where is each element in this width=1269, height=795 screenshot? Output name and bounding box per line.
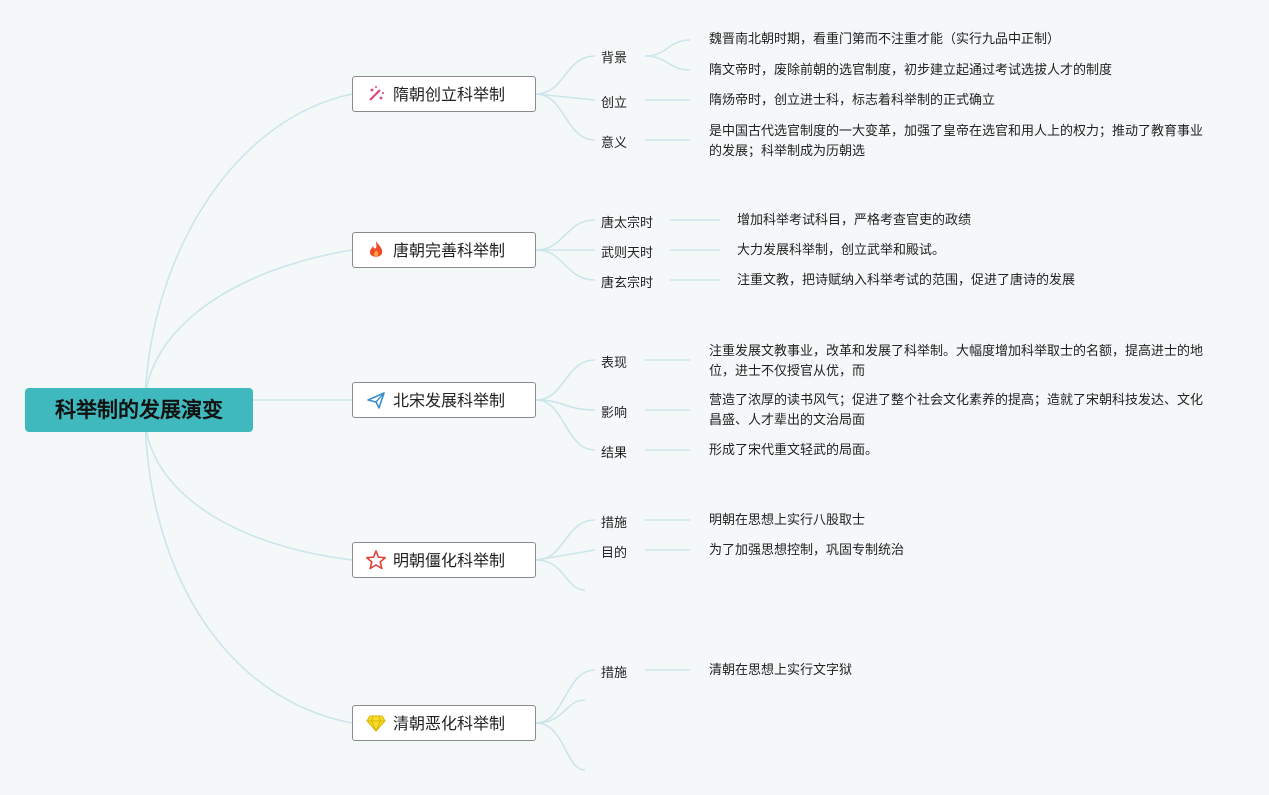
sub-label[interactable]: 背景 bbox=[601, 51, 628, 66]
sub-label[interactable]: 唐太宗时 bbox=[601, 216, 654, 231]
root-node[interactable]: 科举制的发展演变 bbox=[25, 388, 253, 432]
sub-label[interactable]: 意义 bbox=[601, 136, 628, 151]
leaf-text[interactable]: 隋文帝时，废除前朝的选官制度，初步建立起通过考试选拔人才的制度 bbox=[709, 63, 1113, 78]
branch-node-sui[interactable]: 隋朝创立科举制 bbox=[352, 76, 536, 112]
branch-node-qing[interactable]: 清朝恶化科举制 bbox=[352, 705, 536, 741]
leaf-text[interactable]: 清朝在思想上实行文字狱 bbox=[709, 663, 853, 678]
sub-label[interactable]: 武则天时 bbox=[601, 246, 654, 261]
branch-title: 北宋发展科举制 bbox=[393, 390, 506, 410]
branch-title: 明朝僵化科举制 bbox=[393, 550, 506, 570]
leaf-text[interactable]: 魏晋南北朝时期，看重门第而不注重才能（实行九品中正制） bbox=[709, 32, 1061, 47]
leaf-text[interactable]: 大力发展科举制，创立武举和殿试。 bbox=[737, 243, 946, 258]
flame-icon bbox=[365, 239, 387, 261]
sub-label[interactable]: 创立 bbox=[601, 96, 628, 111]
diamond-icon bbox=[365, 712, 387, 734]
leaf-text[interactable]: 增加科举考试科目，严格考查官吏的政绩 bbox=[737, 213, 972, 228]
sub-label[interactable]: 目的 bbox=[601, 546, 628, 561]
branch-node-song[interactable]: 北宋发展科举制 bbox=[352, 382, 536, 418]
branch-title: 清朝恶化科举制 bbox=[393, 713, 506, 733]
leaf-text[interactable]: 注重文教，把诗赋纳入科举考试的范围，促进了唐诗的发展 bbox=[737, 273, 1076, 288]
leaf-text[interactable]: 隋炀帝时，创立进士科，标志着科举制的正式确立 bbox=[709, 93, 996, 108]
sub-label[interactable]: 措施 bbox=[601, 666, 628, 681]
leaf-text[interactable]: 为了加强思想控制，巩固专制统治 bbox=[709, 543, 905, 558]
sub-label[interactable]: 表现 bbox=[601, 356, 628, 371]
star-icon bbox=[365, 549, 387, 571]
branch-node-tang[interactable]: 唐朝完善科举制 bbox=[352, 232, 536, 268]
sub-label[interactable]: 影响 bbox=[601, 406, 628, 421]
branch-title: 隋朝创立科举制 bbox=[393, 84, 506, 104]
sub-label[interactable]: 唐玄宗时 bbox=[601, 276, 654, 291]
sub-label[interactable]: 措施 bbox=[601, 516, 628, 531]
leaf-text[interactable]: 形成了宋代重文轻武的局面。 bbox=[709, 443, 879, 458]
paper-plane-icon bbox=[365, 389, 387, 411]
leaf-text[interactable]: 营造了浓厚的读书风气；促进了整个社会文化素养的提高；造就了宋朝科技发达、文化昌盛… bbox=[709, 393, 1204, 428]
branch-title: 唐朝完善科举制 bbox=[393, 240, 506, 260]
leaf-text[interactable]: 明朝在思想上实行八股取士 bbox=[709, 513, 866, 528]
branch-node-ming[interactable]: 明朝僵化科举制 bbox=[352, 542, 536, 578]
sub-label[interactable]: 结果 bbox=[601, 446, 628, 461]
leaf-text[interactable]: 注重发展文教事业，改革和发展了科举制。大幅度增加科举取士的名额，提高进士的地位，… bbox=[709, 344, 1204, 379]
sparkle-icon bbox=[365, 83, 387, 105]
leaf-text[interactable]: 是中国古代选官制度的一大变革，加强了皇帝在选官和用人上的权力；推动了教育事业的发… bbox=[709, 124, 1204, 159]
